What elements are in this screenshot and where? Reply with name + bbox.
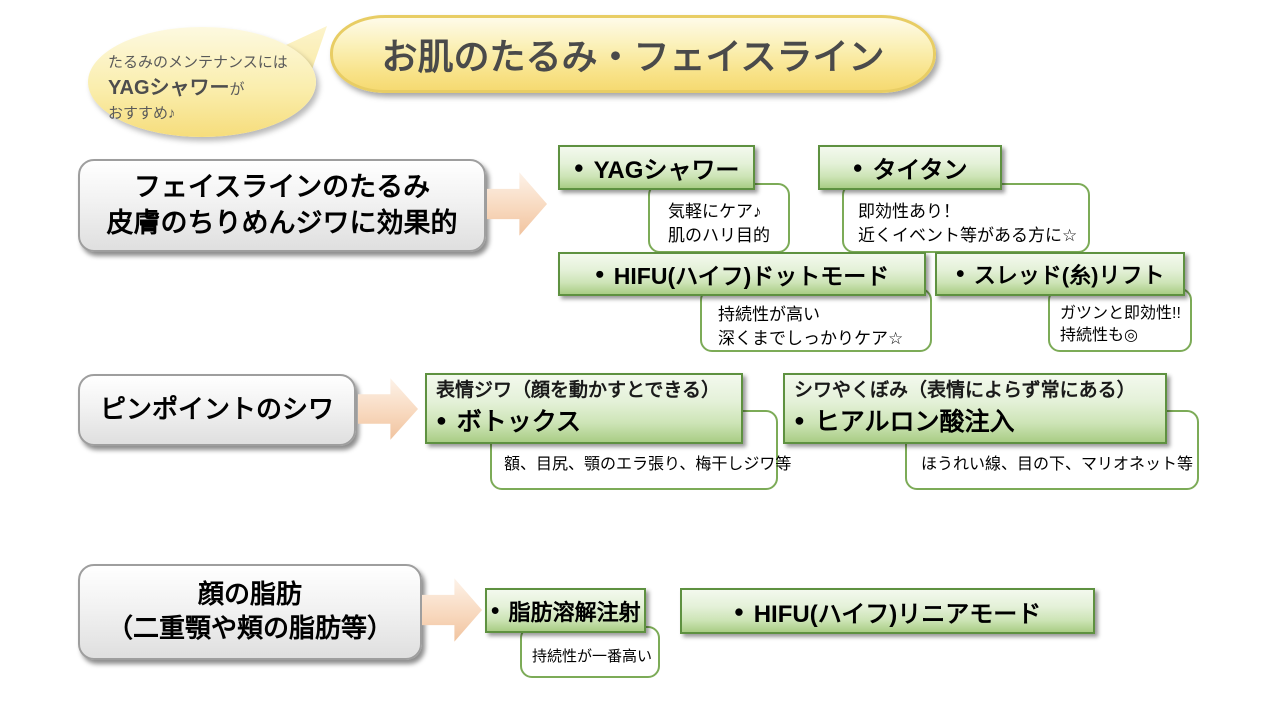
bullet-icon: ● [594, 264, 605, 283]
note-thread-lift: ガツンと即効性!! 持続性も◎ [1048, 288, 1192, 352]
treatment-box-botox: 表情ジワ（顔を動かすとできる） ● ボトックス [425, 373, 743, 444]
treatment-box-hifu-dot: ● HIFU(ハイフ)ドットモード [558, 252, 926, 296]
note-thread-lift-line-1: ガツンと即効性!! [1060, 305, 1181, 322]
note-hifu-dot-line-1: 持続性が高い [718, 305, 820, 324]
bullet-icon: ● [490, 601, 500, 619]
note-titan: 即効性あり！ 近くイベント等がある方に☆ [842, 183, 1090, 253]
bubble-line-2-rest: が [229, 80, 245, 98]
category-pinpoint-line-1: ピンポイントのシワ [99, 394, 334, 425]
note-lipolysis-line-1: 持続性が一番高い [532, 648, 653, 665]
bubble-line-3: おすすめ♪ [108, 104, 176, 122]
bullet-icon: ● [436, 409, 447, 430]
note-botox-line-1: 額、目尻、顎のエラ張り、梅干しジワ等 [504, 456, 792, 473]
category-faceline-line-2: 皮膚のちりめんジワに効果的 [106, 207, 458, 238]
treatment-box-hyaluronic: シワやくぼみ（表情によらず常にある） ● ヒアルロン酸注入 [783, 373, 1167, 444]
treatment-box-lipolysis: ● 脂肪溶解注射 [485, 588, 646, 633]
category-box-pinpoint-wrinkles: ピンポイントのシワ [78, 374, 356, 446]
treatment-name-lipolysis: 脂肪溶解注射 [508, 599, 641, 625]
treatment-heading-botox: 表情ジワ（顔を動かすとできる） [436, 379, 721, 401]
note-hifu-dot: 持続性が高い 深くまでしっかりケア☆ [700, 288, 932, 352]
note-yag-shower: 気軽にケア♪ 肌のハリ目的 [648, 183, 790, 253]
treatment-name-thread-lift: スレッド(糸)リフト [973, 263, 1165, 288]
bubble-line-2-strong: YAGシャワー [108, 76, 230, 99]
treatment-name-hyaluronic: ヒアルロン酸注入 [814, 408, 1015, 437]
note-hifu-dot-line-2: 深くまでしっかりケア☆ [718, 328, 904, 348]
arrow-icon-section-1 [487, 172, 547, 236]
category-box-faceline: フェイスラインのたるみ 皮膚のちりめんジワに効果的 [78, 159, 486, 252]
note-titan-line-1: 即効性あり！ [858, 202, 960, 221]
note-lipolysis: 持続性が一番高い [520, 626, 660, 678]
speech-bubble [88, 27, 316, 137]
arrow-icon-section-3 [422, 578, 482, 642]
bullet-icon: ● [852, 157, 863, 177]
bullet-icon: ● [733, 600, 745, 621]
bullet-icon: ● [794, 409, 805, 430]
category-fat-line-2: （二重顎や頬の脂肪等） [106, 613, 393, 643]
bullet-icon: ● [573, 157, 585, 177]
treatment-box-titan: ● タイタン [818, 145, 1002, 190]
bubble-line-1: たるみのメンテナンスには [108, 54, 288, 71]
treatment-box-thread-lift: ● スレッド(糸)リフト [935, 252, 1185, 296]
treatment-name-yag-shower: YAGシャワー [593, 157, 740, 184]
note-hyaluronic-line-1: ほうれい線、目の下、マリオネット等 [921, 456, 1194, 473]
page-title: お肌のたるみ・フェイスライン [330, 15, 936, 93]
treatment-box-hifu-linear: ● HIFU(ハイフ)リニアモード [680, 588, 1095, 634]
treatment-name-hifu-dot: HIFU(ハイフ)ドットモード [613, 263, 890, 289]
category-faceline-line-1: フェイスラインのたるみ [133, 172, 431, 203]
page-title-text: お肌のたるみ・フェイスライン [381, 36, 885, 77]
speech-bubble-text: たるみのメンテナンスには YAGシャワーが おすすめ♪ [108, 52, 308, 125]
category-fat-line-1: 顔の脂肪 [197, 579, 302, 610]
treatment-box-yag-shower: ● YAGシャワー [558, 145, 755, 190]
treatment-name-botox: ボトックス [456, 408, 582, 437]
treatment-name-hifu-linear: HIFU(ハイフ)リニアモード [753, 600, 1042, 628]
note-yag-shower-line-1: 気軽にケア♪ [668, 202, 762, 221]
note-titan-line-2: 近くイベント等がある方に☆ [858, 225, 1078, 245]
bullet-icon: ● [955, 265, 966, 282]
note-thread-lift-line-2: 持続性も◎ [1060, 327, 1138, 345]
bubble-line-2: YAGシャワーが [108, 74, 308, 103]
category-box-facial-fat: 顔の脂肪 （二重顎や頬の脂肪等） [78, 564, 422, 660]
note-yag-shower-line-2: 肌のハリ目的 [668, 225, 770, 245]
treatment-heading-hyaluronic: シワやくぼみ（表情によらず常にある） [794, 379, 1136, 401]
treatment-name-titan: タイタン [872, 157, 968, 184]
arrow-icon-section-2 [358, 378, 418, 440]
